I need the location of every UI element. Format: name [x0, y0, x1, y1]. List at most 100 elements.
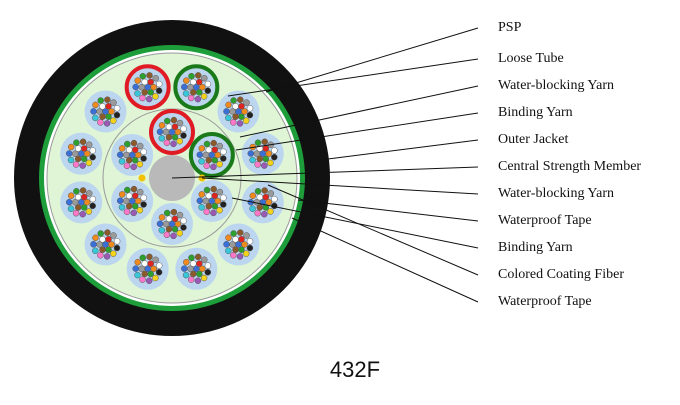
tube-highlight-ring [124, 64, 171, 111]
fiber [198, 145, 206, 152]
fiber [136, 206, 144, 214]
fiber [204, 87, 212, 94]
fiber [200, 93, 208, 100]
fiber [196, 197, 204, 205]
fiber [174, 128, 182, 136]
fiber [225, 114, 232, 122]
fiber [130, 185, 138, 193]
fiber [141, 270, 148, 278]
fiber [163, 139, 171, 147]
leader-line [267, 184, 479, 276]
fiber [170, 116, 178, 124]
fiber [254, 161, 261, 168]
fiber [190, 89, 197, 96]
fiber [139, 72, 147, 80]
fiber [79, 138, 87, 146]
fiber [194, 72, 202, 79]
fiber [203, 186, 211, 194]
fiber [254, 209, 261, 217]
fiber [134, 271, 141, 279]
fiber [196, 89, 203, 96]
fiber [110, 99, 117, 106]
fiber [242, 250, 250, 257]
label-water-blocking-yarn-inner: Water-blocking Yarn [498, 186, 615, 201]
fiber [181, 83, 188, 91]
fiber [152, 93, 159, 100]
fiber [97, 119, 104, 126]
fiber [271, 153, 278, 161]
fiber [238, 236, 245, 243]
fiber [204, 269, 212, 276]
fiber [205, 146, 213, 154]
fiber [141, 78, 148, 86]
fiber [163, 209, 171, 217]
fiber [241, 241, 248, 248]
fiber [203, 208, 210, 216]
fiber [72, 209, 80, 217]
fiber [113, 111, 121, 119]
model-caption: 432F [329, 357, 381, 382]
fiber [156, 128, 164, 136]
fiber [158, 135, 166, 142]
fiber [125, 146, 133, 154]
fiber [190, 260, 197, 267]
fiber [170, 208, 178, 216]
fiber [187, 94, 195, 102]
fiber [232, 103, 239, 110]
fiber [123, 162, 131, 170]
fiber [188, 254, 195, 262]
fiber [158, 227, 166, 234]
fiber [140, 201, 147, 208]
fiber [92, 114, 99, 122]
fiber [92, 247, 99, 255]
fiber [256, 155, 264, 163]
fiber [249, 192, 257, 199]
fiber [247, 150, 255, 157]
fiber [73, 139, 80, 146]
fiber [256, 193, 264, 201]
fiber [237, 96, 244, 103]
fiber [74, 145, 82, 152]
fiber [267, 208, 274, 215]
fiber [134, 77, 141, 84]
label-central-strength-member: Central Strength Member [498, 159, 642, 174]
fiber [188, 72, 195, 80]
fiber [99, 246, 106, 253]
fiber [134, 197, 142, 205]
fiber [232, 113, 239, 120]
fiber [97, 230, 104, 237]
label-binding-yarn: Binding Yarn [498, 105, 573, 120]
fiber [230, 97, 237, 104]
fiber [67, 156, 75, 164]
label-outer-jacket: Outer Jacket [498, 132, 569, 147]
leader-line [297, 199, 479, 222]
fiber [203, 140, 211, 148]
fiber [73, 188, 80, 195]
fiber [265, 150, 273, 157]
fiber [103, 120, 111, 127]
fiber [223, 108, 230, 115]
fiber [108, 241, 115, 248]
fiber [267, 190, 275, 197]
fiber [110, 117, 117, 124]
fiber [123, 208, 131, 216]
fiber [155, 80, 163, 88]
fiber [181, 265, 188, 272]
fiber [246, 238, 254, 245]
fiber [249, 156, 256, 164]
label-psp: PSP [498, 20, 522, 35]
fiber [182, 90, 190, 97]
fiber [136, 160, 144, 168]
fiber [140, 194, 147, 202]
fiber [113, 105, 121, 112]
fiber [267, 159, 274, 167]
tube-highlight-ring [149, 109, 195, 155]
label-colored-coating-fiber: Colored Coating Fiber [498, 267, 624, 282]
fiber [132, 265, 139, 272]
fiber [170, 140, 177, 148]
fiber [262, 193, 270, 201]
fiber [130, 163, 137, 171]
fiber [97, 252, 104, 259]
fiber [220, 201, 227, 208]
fiber [262, 145, 270, 152]
